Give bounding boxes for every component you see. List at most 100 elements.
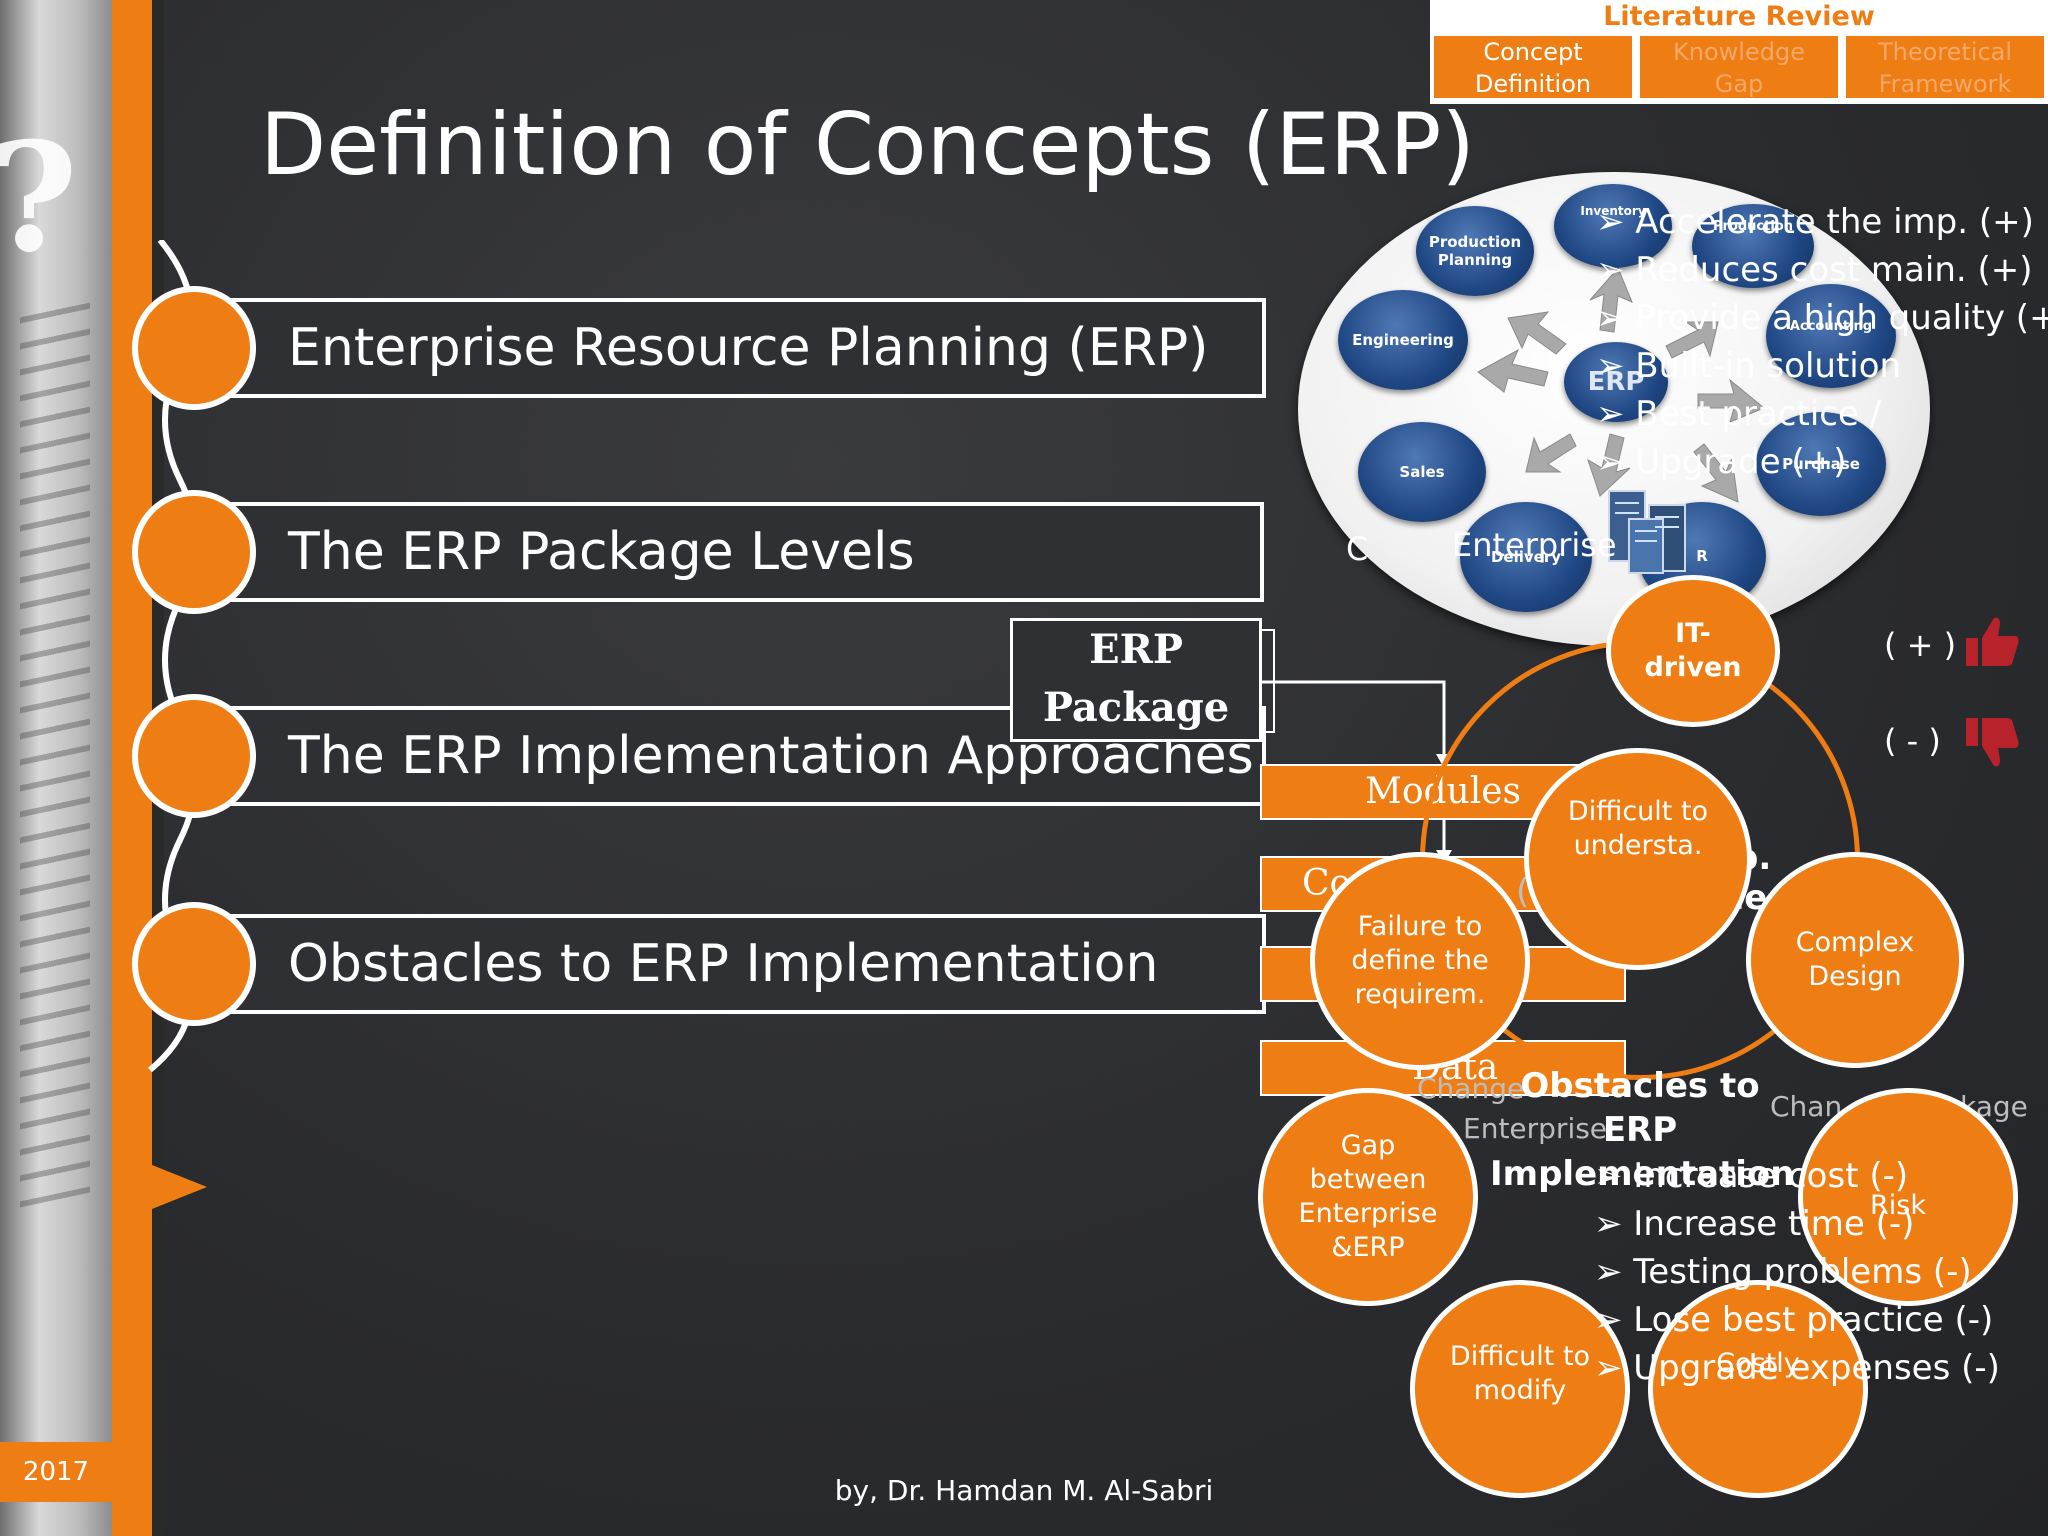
drawbacks-list: ➢ Increase cost (-) ➢ Increase time (-) …: [1594, 1152, 2000, 1392]
node-label: Inventory: [1580, 204, 1646, 218]
menu-bar-erp[interactable]: [212, 298, 1266, 398]
menu-bullet-2: [132, 490, 256, 614]
benefit-text: Provide a high quality (+): [1635, 298, 2048, 338]
menu-bar-obstacles[interactable]: [212, 914, 1266, 1014]
overlay-enterprise-text: Enterprise: [1463, 1112, 1608, 1145]
menu-bar-package-levels[interactable]: [212, 502, 1264, 602]
nav-header: Literature Review: [1603, 1, 1875, 32]
drawback-text: Lose best practice (-): [1633, 1300, 1994, 1340]
menu-item-package-levels[interactable]: The ERP Package Levels: [288, 522, 915, 582]
drawback-text: Testing problems (-): [1633, 1252, 1972, 1292]
node-label: Sales: [1399, 463, 1445, 481]
center-title-line: ERP: [1602, 1110, 1678, 1150]
obstacle-difficult-understand: Difficult to understa.: [1524, 748, 1752, 970]
obstacle-label: Gap between Enterprise &ERP: [1298, 1130, 1438, 1263]
overlay-change-text: Change: [1417, 1072, 1525, 1105]
node-label: Planning: [1437, 251, 1513, 269]
benefit-item: ➢ Provide a high quality (+): [1596, 294, 2048, 342]
node-label: R: [1696, 547, 1708, 565]
overlay-change-text-2: Chan: [1770, 1090, 1843, 1123]
drawback-text: Increase cost (-): [1633, 1156, 1909, 1196]
obstacle-label: Difficult to modify: [1449, 1341, 1591, 1406]
erp-node-engineering: Engineering: [1338, 290, 1468, 390]
obstacle-gap-enterprise-erp: Gap between Enterprise &ERP: [1258, 1088, 1478, 1306]
package-title-line2: Package: [1042, 684, 1230, 731]
erp-center-node: ERP: [1564, 342, 1668, 422]
benefit-text: Reduces cost main. (+): [1635, 250, 2033, 290]
menu-bullet-4: [132, 902, 256, 1026]
center-title-line: Implementation: [1490, 1154, 1795, 1194]
tab-label-line1: Concept: [1483, 38, 1583, 66]
package-title-line1: ERP: [1089, 626, 1183, 673]
obstacle-label: Complex Design: [1795, 927, 1915, 992]
menu-item-erp[interactable]: Enterprise Resource Planning (ERP): [288, 318, 1209, 378]
erp-node-sales: Sales: [1358, 422, 1486, 522]
obstacle-label: Costly: [1716, 1348, 1800, 1379]
erp-node-production: Production: [1692, 204, 1814, 288]
tab-concept-definition[interactable]: Concept Definition: [1434, 36, 1632, 98]
erp-package-box: ERP Package: [1010, 618, 1262, 742]
obstacle-label: IT-: [1675, 618, 1711, 649]
center-title-line: Obstacles to: [1520, 1066, 1760, 1106]
slide-title: Definition of Concepts (ERP): [260, 95, 1475, 195]
obstacles-center-title: Obstacles to ERP Implementation: [1490, 1064, 1795, 1196]
tab-label-line2: Framework: [1878, 70, 2012, 98]
tab-label-line2: Gap: [1714, 70, 1764, 98]
erp-center-label: ERP: [1587, 367, 1645, 397]
background-paper-image: ?: [0, 0, 112, 1536]
legend-minus: ( - ): [1884, 722, 1941, 760]
benefit-item: ➢ Reduces cost main. (+): [1596, 250, 2033, 290]
menu-bullet-1: [132, 286, 256, 410]
tab-theoretical-framework[interactable]: Theoretical Framework: [1846, 36, 2044, 98]
node-label: Engineering: [1352, 331, 1454, 349]
benefits-list: ➢ Accelerate the imp. (+) ➢ Reduces cost…: [1596, 198, 2048, 486]
obstacle-failure-define-requirements: Failure to define the requirem.: [1310, 852, 1530, 1070]
obstacle-risk: Risk: [1798, 1088, 2018, 1306]
node-label: Accounting: [1789, 319, 1873, 334]
overlay-enterprise-text-2: Enterprise: [1452, 526, 1617, 564]
erp-arrows: [1477, 267, 1765, 503]
benefit-item: ➢ Best practice /: [1596, 394, 1882, 434]
benefit-item: ➢ Accelerate the imp. (+): [1596, 202, 2034, 242]
drawback-item: ➢ Increase cost (-): [1594, 1156, 1909, 1196]
benefit-text: Accelerate the imp. (+): [1635, 202, 2034, 242]
drawback-text: Upgrade expenses (-): [1633, 1348, 2000, 1388]
erp-node-inventory: Inventory: [1554, 184, 1672, 268]
obstacle-label: Difficult to understa.: [1567, 796, 1709, 861]
overlay-c-text: C: [1346, 530, 1369, 568]
drawback-item: ➢ Lose best practice (-): [1594, 1300, 1994, 1340]
drawback-item: ➢ Increase time (-): [1594, 1204, 1915, 1244]
thumbs-down-icon: [1966, 718, 2019, 767]
benefit-text: Built-in solution: [1635, 346, 1902, 386]
paper-text-texture: [20, 292, 90, 1208]
drawback-text: Increase time (-): [1633, 1204, 1915, 1244]
obstacle-label: Failure to define the requirem.: [1351, 911, 1489, 1010]
literature-review-nav: Literature Review Concept Definition Kno…: [1430, 0, 2048, 104]
obstacle-label: Risk: [1870, 1190, 1926, 1221]
node-label: Delivery: [1490, 548, 1562, 566]
legend-plus: ( + ): [1884, 626, 1957, 664]
obstacle-it-driven: IT-driven: [1606, 575, 1780, 727]
question-mark-graphic: ?: [0, 110, 78, 286]
drawback-item: ➢ Upgrade expenses (-): [1594, 1348, 2000, 1388]
node-label: Purchase: [1782, 455, 1860, 473]
node-label: Production: [1713, 219, 1793, 234]
benefit-text: Upgrade (+): [1635, 442, 1847, 482]
tab-label-line1: Knowledge: [1673, 38, 1805, 66]
server-icon: [1608, 490, 1686, 574]
author-footer: by, Dr. Hamdan M. Al-Sabri: [834, 1474, 1214, 1507]
benefit-item: ➢ Built-in solution: [1596, 346, 1902, 386]
node-label: Production: [1428, 233, 1522, 251]
erp-node-purchase: Purchase: [1756, 412, 1886, 516]
tab-label-line1: Theoretical: [1877, 38, 2013, 66]
year-label: 2017: [0, 1442, 112, 1502]
side-arrow-marker: [152, 1165, 207, 1209]
erp-node-accounting: Accounting: [1766, 284, 1896, 388]
obstacle-complex-design: Complex Design: [1746, 852, 1964, 1068]
benefit-text: Best practice /: [1635, 394, 1882, 434]
tab-knowledge-gap[interactable]: Knowledge Gap: [1640, 36, 1838, 98]
menu-item-obstacles[interactable]: Obstacles to ERP Implementation: [288, 934, 1159, 994]
erp-node-delivery: Delivery: [1460, 502, 1592, 612]
